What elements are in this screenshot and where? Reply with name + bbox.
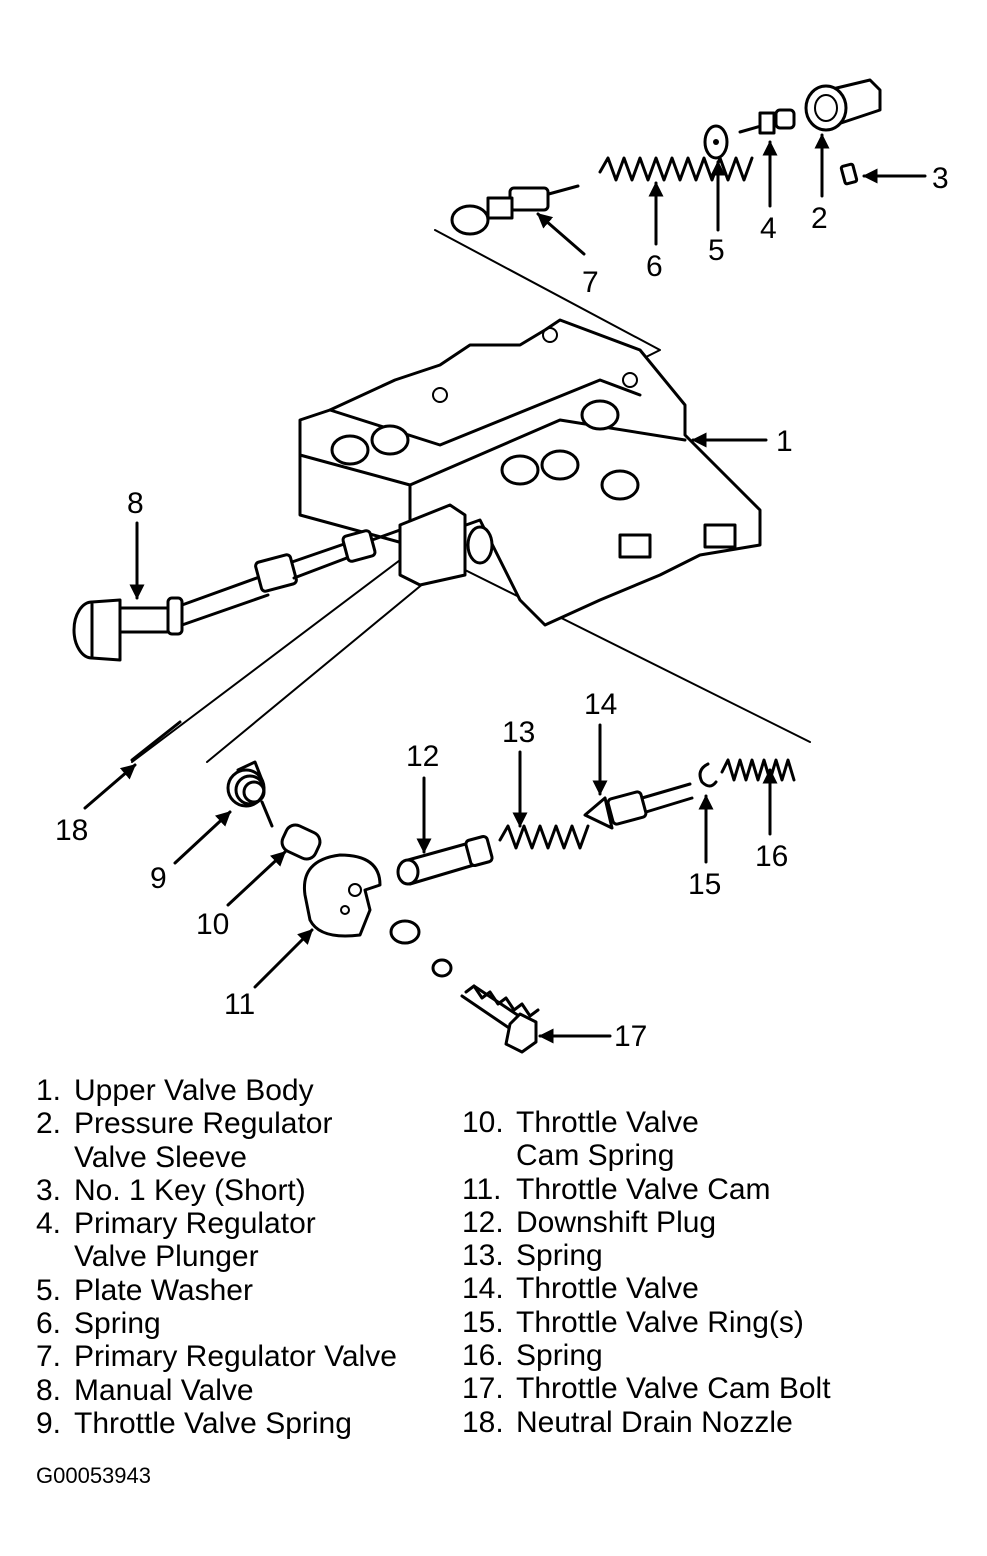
legend-item: 17.Throttle Valve Cam Bolt [462,1372,831,1406]
throttle-valve-cam [302,853,382,938]
legend-item: 3.No. 1 Key (Short) [36,1173,306,1207]
legend-item: 12.Downshift Plug [462,1205,717,1239]
plate-washer [703,124,729,160]
callout-1: 1 [776,425,793,458]
callout-17: 17 [614,1020,647,1053]
legend-item: 15.Throttle Valve Ring(s) [462,1305,804,1339]
callout-3: 3 [932,162,949,195]
throttle-valve [583,782,694,830]
pressure-regulator-valve-sleeve [804,78,882,132]
throttle-valve-ring [698,762,718,788]
callout-6: 6 [646,250,663,283]
callout-7: 7 [582,266,599,299]
legend-item: 7.Primary Regulator Valve [36,1340,397,1374]
legend-item: 2.Pressure Regulator [36,1107,333,1141]
throttle-valve-spring [226,760,274,828]
exploded-parts-diagram: 1 2 3 4 5 6 7 8 9 10 11 12 13 14 15 16 1… [55,78,949,1054]
legend-item: 10.Throttle Valve [462,1106,699,1139]
arrow-18 [83,763,137,810]
callout-13: 13 [502,716,535,749]
manual-valve [72,528,402,662]
assembly-line-bottom [454,564,811,743]
legend-item: 9.Throttle Valve Spring [36,1406,352,1440]
spring-6 [598,156,754,182]
callout-4: 4 [760,212,777,245]
legend-item: 1.Upper Valve Body [36,1074,314,1107]
callout-2: 2 [811,202,828,235]
legend-item-continued: Valve Sleeve [74,1140,247,1174]
callout-5: 5 [708,234,725,267]
downshift-plug [396,834,494,886]
callout-10: 10 [196,908,229,941]
legend-item-continued: Cam Spring [516,1139,675,1173]
legend-item: 18.Neutral Drain Nozzle [462,1405,793,1439]
legend-item: 16.Spring [462,1339,603,1373]
callout-18: 18 [55,814,88,847]
legend-item: 13.Spring [462,1239,603,1273]
throttle-valve-cam-spring [280,823,322,861]
throttle-valve-cam-bolt [460,984,540,1054]
callout-12: 12 [406,740,439,773]
legend-item: 14.Throttle Valve [462,1272,699,1306]
arrow-7 [536,212,586,256]
primary-regulator-valve-plunger [738,108,796,135]
cam-washer-small [431,958,453,978]
assembly-line-nozzle [131,544,421,763]
legend-right-column: 10.Throttle Valve Cam Spring 11.Throttle… [462,1106,831,1439]
legend-item-continued: Valve Plunger [74,1240,259,1274]
upper-valve-body [298,318,762,627]
spring-16 [720,758,796,782]
figure-id: G00053943 [36,1463,151,1488]
legend-item: 6.Spring [36,1307,161,1341]
no1-key [839,162,859,186]
arrow-9 [173,810,232,865]
callout-8: 8 [127,487,144,520]
assembly-line-spring [206,564,431,763]
spring-13 [498,824,590,850]
legend-item: 8.Manual Valve [36,1373,254,1407]
arrow-10 [226,850,287,907]
callout-16: 16 [755,840,788,873]
legend-left-column: 1.Upper Valve Body 2.Pressure Regulator … [36,1074,397,1440]
cam-washer [389,919,421,945]
callout-9: 9 [150,862,167,895]
callout-15: 15 [688,868,721,901]
legend-item: 11.Throttle Valve Cam [462,1172,771,1206]
primary-regulator-valve [450,184,580,236]
callout-14: 14 [584,688,617,721]
legend-item: 4.Primary Regulator [36,1207,316,1241]
arrow-11 [253,928,314,989]
callout-11: 11 [224,988,255,1021]
legend-item: 5.Plate Washer [36,1273,253,1307]
neutral-drain-nozzle [130,720,182,762]
